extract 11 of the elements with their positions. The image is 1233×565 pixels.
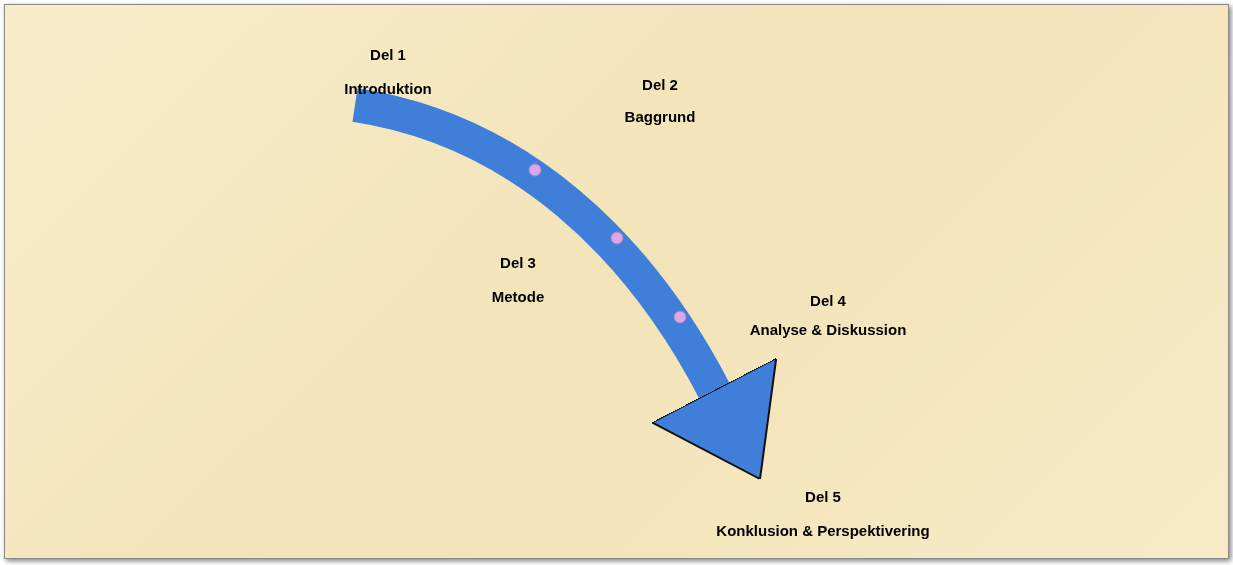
stage-title: Analyse & Diskussion <box>749 321 907 339</box>
stage-title: Introduktion <box>344 80 432 98</box>
stage-number: Del 1 <box>370 46 406 64</box>
stage-title: Baggrund <box>624 108 696 126</box>
stage-number: Del 4 <box>810 292 846 310</box>
stage-title: Konklusion & Perspektivering <box>716 522 930 540</box>
stage-title: Metode <box>491 288 545 306</box>
stage-number: Del 2 <box>642 76 678 94</box>
curved-arrow <box>351 88 777 479</box>
stage-number: Del 5 <box>805 488 841 506</box>
stage-number: Del 3 <box>500 254 536 272</box>
